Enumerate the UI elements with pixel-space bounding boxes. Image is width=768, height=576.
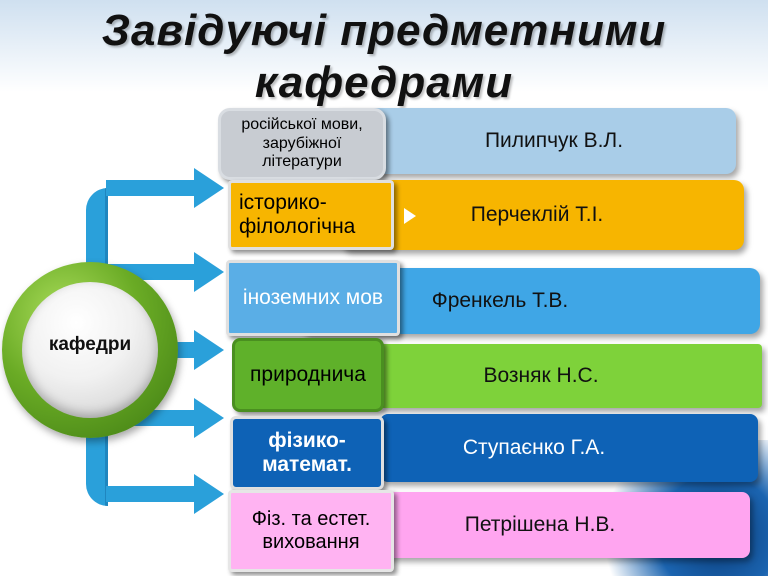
page-title-line-1: Завідуючі предметними — [101, 6, 667, 55]
department-label: фізико-математ. — [262, 428, 352, 476]
center-label: кафедри — [48, 334, 132, 355]
department-label: іноземних мов — [242, 285, 384, 309]
department-label: природнича — [250, 362, 366, 386]
department-label: історико-філологічна — [239, 190, 356, 238]
head-box: Пилипчук В.Л. — [332, 108, 736, 174]
head-box: Петрішена Н.В. — [380, 492, 750, 558]
department-label: Фіз. та естет. виховання — [251, 508, 371, 553]
head-box: Ступаєнко Г.А. — [380, 414, 758, 482]
page-title-line-2: кафедрами — [254, 58, 514, 107]
chevron-right-icon — [404, 208, 416, 224]
center-circle — [22, 282, 158, 418]
head-box: Перчеклій Т.І. — [340, 180, 744, 250]
arrow-icon — [106, 474, 224, 514]
department-box: історико-філологічна — [228, 180, 394, 250]
head-name: Френкель Т.В. — [431, 289, 569, 312]
department-box: природнича — [232, 338, 384, 412]
head-name: Ступаєнко Г.А. — [462, 436, 606, 459]
head-name: Возняк Н.С. — [483, 364, 599, 387]
arrow-icon — [106, 168, 224, 208]
department-box: російської мови, зарубіжної літератури — [218, 108, 386, 180]
department-box: іноземних мов — [226, 260, 400, 336]
department-box: Фіз. та естет. виховання — [228, 490, 394, 572]
department-box: фізико-математ. — [230, 416, 384, 490]
head-name: Петрішена Н.В. — [464, 513, 616, 536]
head-name: Перчеклій Т.І. — [470, 203, 604, 226]
department-label: російської мови, зарубіжної літератури — [241, 116, 363, 171]
head-box: Возняк Н.С. — [380, 344, 762, 408]
head-name: Пилипчук В.Л. — [484, 129, 624, 152]
arrow-icon — [106, 398, 224, 438]
arrow-icon — [106, 252, 224, 292]
